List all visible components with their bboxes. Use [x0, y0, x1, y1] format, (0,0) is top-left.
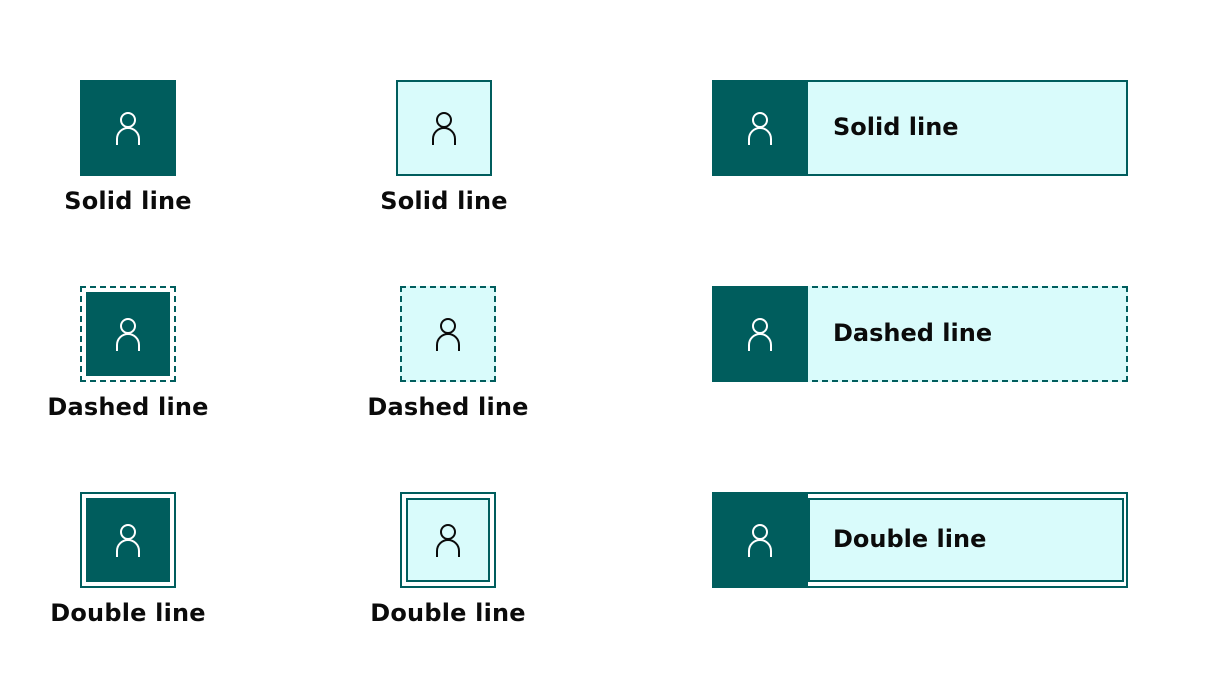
dark-tile-dashed-label: Dashed line [47, 393, 209, 421]
bar-dashed-label: Dashed line [833, 319, 993, 347]
bar-double-label: Double line [833, 525, 987, 553]
bar-double-icon-block [712, 492, 808, 588]
user-icon [116, 524, 140, 557]
bar-solid-icon-block [712, 80, 808, 176]
bar-solid: Solid line [712, 80, 1128, 176]
dark-tile-double-label: Double line [50, 599, 206, 627]
user-icon [116, 112, 140, 145]
user-icon [436, 524, 460, 557]
light-tile-dashed [400, 286, 496, 382]
user-icon [116, 318, 140, 351]
light-tile-solid-label: Solid line [380, 187, 508, 215]
dark-tile-double [80, 492, 176, 588]
dark-tile-double-fill [86, 498, 170, 582]
user-icon [436, 318, 460, 351]
dark-tile-dashed-fill [86, 292, 170, 376]
light-tile-double-inner [406, 498, 490, 582]
bar-dashed: Dashed line [712, 286, 1128, 382]
bar-solid-label: Solid line [833, 113, 959, 141]
dark-tile-dashed [80, 286, 176, 382]
light-tile-double-label: Double line [370, 599, 526, 627]
dark-tile-solid-label: Solid line [64, 187, 192, 215]
light-tile-solid [396, 80, 492, 176]
bar-double: Double line [712, 492, 1128, 588]
user-icon [748, 318, 772, 351]
user-icon [432, 112, 456, 145]
dark-tile-solid [80, 80, 176, 176]
bar-dashed-icon-block [712, 286, 808, 382]
light-tile-dashed-label: Dashed line [367, 393, 529, 421]
user-icon [748, 524, 772, 557]
user-icon [748, 112, 772, 145]
bar-double-inner [808, 498, 1124, 582]
light-tile-double [400, 492, 496, 588]
